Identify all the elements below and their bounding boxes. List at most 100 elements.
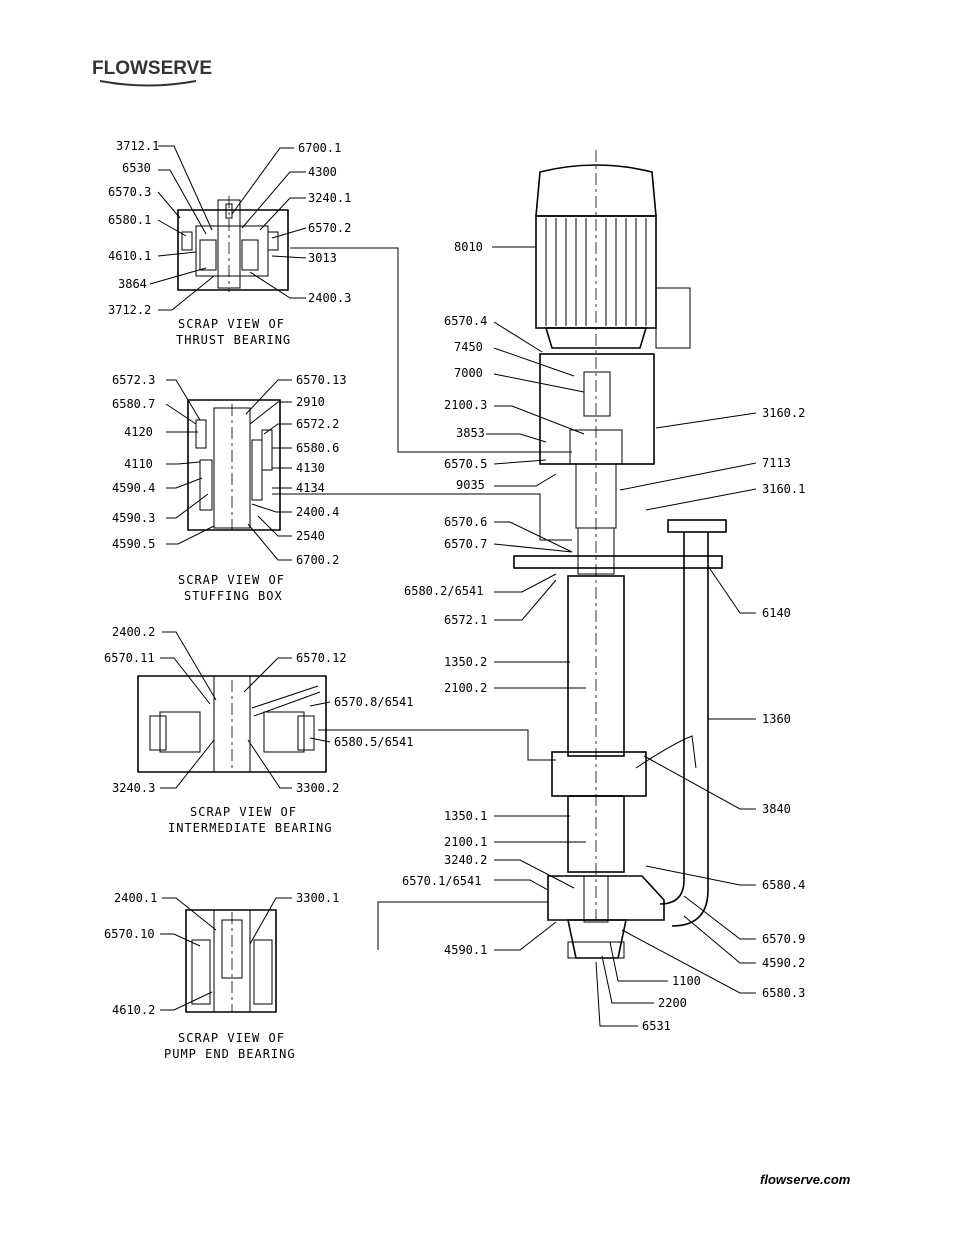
main-pump-assembly: 8010 6570.4 7450 7000 2100.3 3853 6570.5… <box>402 150 805 1033</box>
label-3864: 3864 <box>118 277 147 291</box>
label-6570-13: 6570.13 <box>296 373 347 387</box>
label-6572-3: 6572.3 <box>112 373 155 387</box>
discharge-flange <box>667 519 727 533</box>
label-3300-2: 3300.2 <box>296 781 339 795</box>
label-7000: 7000 <box>454 366 483 380</box>
intermediate-caption-2: INTERMEDIATE BEARING <box>168 821 333 835</box>
label-6570-3: 6570.3 <box>108 185 151 199</box>
connector-stuffing <box>272 493 572 541</box>
label-4110: 4110 <box>124 457 153 471</box>
label-2400-4: 2400.4 <box>296 505 339 519</box>
label-1100: 1100 <box>672 974 701 988</box>
label-6140: 6140 <box>762 606 791 620</box>
label-6570-4: 6570.4 <box>444 314 487 328</box>
intermediate-bolt-left <box>149 715 167 751</box>
label-3240-2: 3240.2 <box>444 853 487 867</box>
thrust-bolt-right <box>267 231 279 251</box>
connector-pump-end <box>377 901 548 950</box>
label-6700-2: 6700.2 <box>296 553 339 567</box>
connector-intermediate <box>318 729 556 761</box>
thrust-bearing-scrap-view: 3712.1 6530 6570.3 6580.1 4610.1 3864 37… <box>108 139 351 347</box>
thrust-bearing-race-left <box>199 239 217 271</box>
footer-website: flowserve.com <box>760 1172 851 1187</box>
label-4590-5: 4590.5 <box>112 537 155 551</box>
thrust-caption-1: SCRAP VIEW OF <box>178 317 285 331</box>
logo-text: FLOWSERVE <box>92 58 212 79</box>
thrust-bolt-left <box>181 231 193 251</box>
label-3853: 3853 <box>456 426 485 440</box>
stuffing-packing <box>199 439 263 511</box>
flowserve-logo: FLOWSERVE <box>92 58 212 87</box>
connector-thrust <box>290 247 572 453</box>
label-6570-6: 6570.6 <box>444 515 487 529</box>
label-6580-4: 6580.4 <box>762 878 805 892</box>
label-4590-2: 4590.2 <box>762 956 805 970</box>
intermediate-bolt-right <box>297 715 315 751</box>
pump-end-housing <box>191 939 273 1005</box>
thrust-bearing-race-right <box>241 239 259 271</box>
discharge-pipe <box>659 532 709 927</box>
stuffing-box-frame <box>187 399 281 531</box>
pump-end-bearing-scrap-view: 2400.1 3300.1 6570.10 4610.2 SCRAP VIEW … <box>104 891 339 1061</box>
suction-cover <box>567 919 627 959</box>
label-6570-10: 6570.10 <box>104 927 155 941</box>
mounting-plate <box>513 555 723 569</box>
label-3712-1: 3712.1 <box>116 139 159 153</box>
thrust-bearing-housing <box>195 225 269 277</box>
lube-tube <box>635 735 697 769</box>
label-3240-1: 3240.1 <box>308 191 351 205</box>
label-8010: 8010 <box>454 240 483 254</box>
label-7113: 7113 <box>762 456 791 470</box>
label-1360: 1360 <box>762 712 791 726</box>
label-6570-7: 6570.7 <box>444 537 487 551</box>
label-4590-4: 4590.4 <box>112 481 155 495</box>
label-3240-3: 3240.3 <box>112 781 155 795</box>
label-3840: 3840 <box>762 802 791 816</box>
label-1350-1: 1350.1 <box>444 809 487 823</box>
label-6580-5: 6580.5/6541 <box>334 735 413 749</box>
label-6580-2: 6580.2/6541 <box>404 584 483 598</box>
label-6570-9: 6570.9 <box>762 932 805 946</box>
stuffing-gland-bolt-left <box>195 419 207 449</box>
pump-end-caption-1: SCRAP VIEW OF <box>178 1031 285 1045</box>
label-2100-1: 2100.1 <box>444 835 487 849</box>
label-6531: 6531 <box>642 1019 671 1033</box>
logo-swoosh <box>99 80 197 87</box>
label-4610-1: 4610.1 <box>108 249 151 263</box>
label-2400-3: 2400.3 <box>308 291 351 305</box>
column-pipe-upper <box>567 575 625 757</box>
suction-strainer <box>567 941 625 959</box>
label-2540: 2540 <box>296 529 325 543</box>
motor-cooling-fins <box>545 218 647 326</box>
label-4610-2: 4610.2 <box>112 1003 155 1017</box>
label-2400-1: 2400.1 <box>114 891 157 905</box>
label-4300: 4300 <box>308 165 337 179</box>
intermediate-lube-line <box>251 685 321 717</box>
label-6570-11: 6570.11 <box>104 651 155 665</box>
label-6700-1: 6700.1 <box>298 141 341 155</box>
thrust-caption-2: THRUST BEARING <box>176 333 291 347</box>
motor-top-cover <box>535 164 657 217</box>
intermediate-bearing-shaft <box>213 675 251 773</box>
stuffing-caption-2: STUFFING BOX <box>184 589 283 603</box>
label-6570-12: 6570.12 <box>296 651 347 665</box>
label-2200: 2200 <box>658 996 687 1010</box>
label-3300-1: 3300.1 <box>296 891 339 905</box>
label-1350-2: 1350.2 <box>444 655 487 669</box>
intermediate-bearing-flanges <box>159 711 305 753</box>
label-6570-5: 6570.5 <box>444 457 487 471</box>
label-4590-1: 4590.1 <box>444 943 487 957</box>
column-pipe-lower <box>567 795 625 873</box>
label-4120: 4120 <box>124 425 153 439</box>
label-6530: 6530 <box>122 161 151 175</box>
label-6580-7: 6580.7 <box>112 397 155 411</box>
pump-end-caption-2: PUMP END BEARING <box>164 1047 296 1061</box>
label-6570-1: 6570.1/6541 <box>402 874 481 888</box>
label-2100-3: 2100.3 <box>444 398 487 412</box>
impeller <box>583 875 609 923</box>
thrust-bearing-frame <box>177 209 289 291</box>
intermediate-bearing-frame <box>137 675 327 773</box>
label-6570-2: 6570.2 <box>308 221 351 235</box>
label-6572-2: 6572.2 <box>296 417 339 431</box>
